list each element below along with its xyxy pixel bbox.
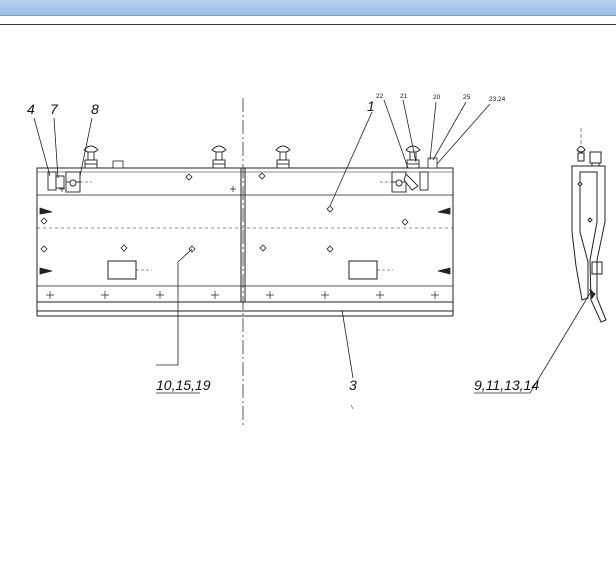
callout-7: 7 (50, 101, 59, 117)
side-view-profile (571, 128, 607, 323)
callout-3: 3 (349, 377, 357, 393)
t-handle-pins (83, 145, 421, 169)
callout-21: 21 (400, 93, 408, 100)
callout-10-15-19: 10,15,19 (156, 377, 211, 393)
blade-body (36, 167, 454, 303)
slots (107, 260, 393, 280)
callout-23-24: 23,24 (489, 96, 506, 103)
left-lock-mechanism (47, 171, 92, 193)
callout-22: 22 (376, 93, 384, 100)
bolt-marks (40, 172, 409, 253)
callout-1: 1 (367, 98, 375, 114)
callout-20: 20 (433, 94, 441, 101)
callout-8: 8 (91, 101, 99, 117)
right-lock-mechanism (380, 171, 429, 193)
cutting-edge-3 (36, 301, 454, 317)
callout-25: 25 (463, 94, 471, 101)
leader-lines (33, 99, 593, 410)
top-border-line (0, 24, 616, 25)
callout-4: 4 (27, 101, 35, 117)
callout-9-11-13-14: 9,11,13,14 (474, 377, 539, 393)
window-title-bar[interactable] (0, 0, 616, 16)
side-wedges (39, 207, 451, 275)
rivet-crosses (46, 186, 439, 299)
top-nuts (112, 157, 438, 169)
